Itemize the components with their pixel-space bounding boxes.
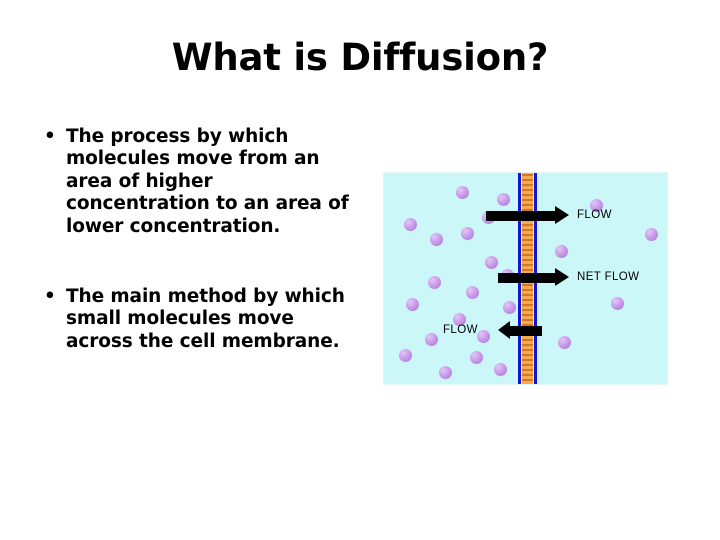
molecule-low-concentration-4 — [558, 336, 571, 349]
molecule-low-concentration-3 — [611, 297, 624, 310]
bullet-item-2: • The main method by which small molecul… — [36, 286, 356, 353]
bullet-text-2: The main method by which small molecules… — [66, 285, 345, 352]
molecule-high-concentration-11 — [466, 286, 479, 299]
bullet-text-1: The process by which molecules move from… — [66, 126, 349, 237]
molecule-high-concentration-14 — [485, 256, 498, 269]
diffusion-diagram: FLOW NET FLOW FLOW — [383, 172, 668, 385]
flow-arrow-label-2: NET FLOW — [577, 271, 640, 283]
arrow-head-icon — [498, 321, 510, 339]
arrow-head-icon — [555, 268, 569, 286]
molecule-high-concentration-18 — [494, 363, 507, 376]
molecule-high-concentration-3 — [399, 349, 412, 362]
molecule-high-concentration-15 — [477, 330, 490, 343]
flow-arrow-3-left — [498, 321, 542, 340]
arrow-head-icon — [555, 206, 569, 224]
slide-title: What is Diffusion? — [171, 36, 549, 79]
bullet-list: • The process by which molecules move fr… — [36, 126, 356, 353]
molecule-high-concentration-9 — [461, 227, 474, 240]
molecule-high-concentration-2 — [406, 298, 419, 311]
molecule-high-concentration-6 — [425, 333, 438, 346]
molecule-high-concentration-7 — [439, 366, 452, 379]
molecule-low-concentration-2 — [555, 245, 568, 258]
molecule-high-concentration-4 — [430, 233, 443, 246]
molecule-high-concentration-19 — [503, 301, 516, 314]
flow-arrow-1-right — [486, 206, 569, 225]
molecule-high-concentration-12 — [470, 351, 483, 364]
bullet-item-1: • The process by which molecules move fr… — [36, 126, 356, 238]
bullet-marker-icon: • — [44, 285, 56, 307]
bullet-marker-icon: • — [44, 126, 56, 147]
arrow-shaft — [486, 211, 556, 221]
molecule-low-concentration-5 — [645, 228, 658, 241]
molecule-low-concentration-1 — [590, 199, 603, 212]
flow-arrow-label-1: FLOW — [577, 209, 612, 221]
arrow-shaft — [498, 273, 556, 283]
molecule-high-concentration-1 — [404, 218, 417, 231]
molecule-high-concentration-10 — [453, 313, 466, 326]
flow-arrow-2-right — [498, 268, 569, 287]
flow-arrow-label-3: FLOW — [443, 324, 478, 336]
molecule-high-concentration-8 — [456, 186, 469, 199]
molecule-high-concentration-5 — [428, 276, 441, 289]
arrow-shaft — [509, 326, 542, 336]
molecule-high-concentration-16 — [497, 193, 510, 206]
